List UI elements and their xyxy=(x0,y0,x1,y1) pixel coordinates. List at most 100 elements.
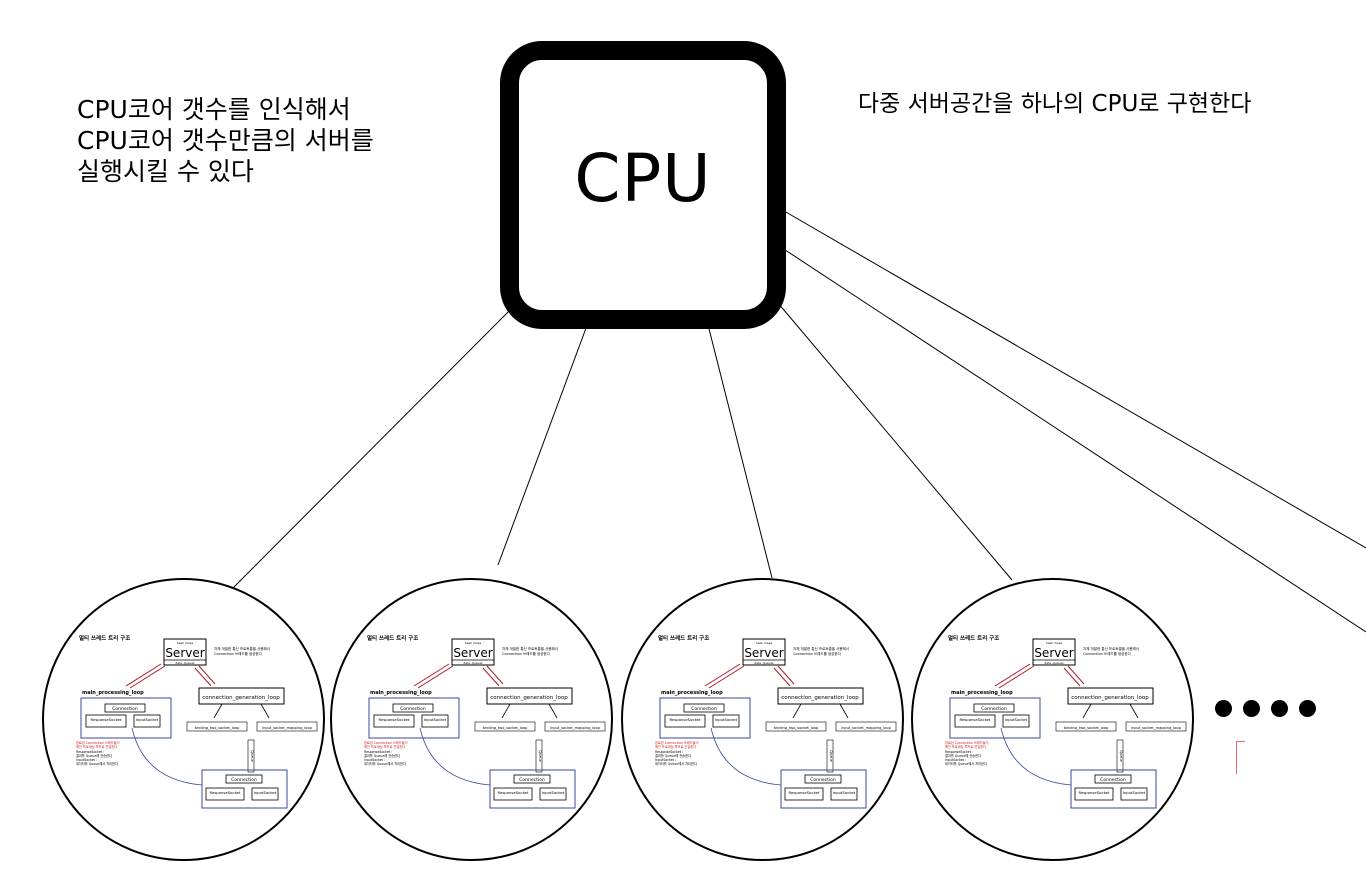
black-note-1: ResponseSocket : xyxy=(364,750,392,754)
queue-label: Queue xyxy=(829,750,833,762)
black-note-2: 결과를 Queue에 전송한다 xyxy=(655,753,691,758)
mapping-loop-label: input_socket_mapping_loop xyxy=(1131,726,1181,730)
server-instance-2: 멀티 쓰레드 트리 구조 hash maps Server data_queue… xyxy=(330,578,613,861)
ellipsis-dot xyxy=(1299,700,1316,717)
new-connection-group xyxy=(201,769,288,809)
main-loop-label: main_processing_loop xyxy=(82,690,144,696)
side-note-2: Connection 쓰레드를 생성한다 xyxy=(1083,651,1132,656)
new-response-socket-label: ResponseSocket xyxy=(210,790,241,795)
main-loop-label: main_processing_loop xyxy=(661,690,723,696)
connection-label: Connection xyxy=(400,706,426,712)
server-instance-3: 멀티 쓰레드 트리 구조 hash maps Server data_queue… xyxy=(621,578,904,861)
black-note-2: 결과를 Queue에 전송한다 xyxy=(76,753,112,758)
gen-loop-label: connection_generation_loop xyxy=(490,695,568,701)
gen-loop-label: connection_generation_loop xyxy=(202,695,280,701)
new-response-socket-label: ResponseSocket xyxy=(789,790,820,795)
queue-label: Queue xyxy=(250,750,254,762)
new-response-socket-label: ResponseSocket xyxy=(498,790,529,795)
server-label: Server xyxy=(744,646,783,660)
black-note-2: 결과를 Queue에 전송한다 xyxy=(945,753,981,758)
red-note-1: 완료된 Connection 쓰레드들이 xyxy=(655,740,699,745)
black-note-1: ResponseSocket : xyxy=(76,750,104,754)
new-response-socket-label: ResponseSocket xyxy=(1079,790,1110,795)
black-note-4: 데이터를 Queue에서 처리한다 xyxy=(364,761,406,766)
main-loop-label: main_processing_loop xyxy=(370,690,432,696)
hash-maps-label: hash maps xyxy=(465,641,482,645)
main-connection-group xyxy=(80,697,172,739)
response-socket-label: ResponseSocket xyxy=(91,717,122,722)
new-input-socket-label: InputSocket xyxy=(833,790,856,795)
red-note-2: 메인 프로세싱 루프로 진입한다 xyxy=(76,744,117,749)
connection-label: Connection xyxy=(981,706,1007,712)
main-connection-group xyxy=(949,697,1041,739)
ellipsis-dot xyxy=(1215,700,1232,717)
hash-maps-label: hash maps xyxy=(177,641,194,645)
connector-line-3 xyxy=(704,312,773,579)
multi-server-note: 다중 서버공간을 하나의 CPU로 구현한다 xyxy=(858,91,1252,117)
server-label: Server xyxy=(1034,646,1073,660)
new-connection-group xyxy=(489,769,576,809)
response-socket-label: ResponseSocket xyxy=(379,717,410,722)
side-note-2: Connection 쓰레드를 생성한다 xyxy=(502,651,551,656)
queue-label: Queue xyxy=(1119,750,1123,762)
side-note-1: 자체 개발한 통신 프로토콜을 사용해서 xyxy=(214,646,270,651)
binding-loop-label: binding_two_socket_loop xyxy=(195,726,240,730)
cpu-box: CPU xyxy=(500,41,786,329)
gen-loop-label: connection_generation_loop xyxy=(1071,695,1149,701)
main-connection-group xyxy=(659,697,751,739)
side-note-1: 자체 개발한 통신 프로토콜을 사용해서 xyxy=(1083,646,1139,651)
black-note-3: InputSocket : xyxy=(655,758,676,762)
red-note-1: 완료된 Connection 쓰레드들이 xyxy=(945,740,989,745)
black-note-4: 데이터를 Queue에서 처리한다 xyxy=(945,761,987,766)
server-node-box xyxy=(742,638,786,666)
binding-loop-label: binding_two_socket_loop xyxy=(483,726,528,730)
input-socket-label: InputSocket xyxy=(424,717,447,722)
server-node-box xyxy=(163,638,207,666)
new-connection-label: Connection xyxy=(1100,777,1126,783)
binding-loop-label: binding_two_socket_loop xyxy=(774,726,819,730)
red-note-1: 완료된 Connection 쓰레드들이 xyxy=(364,740,408,745)
gen-loop-box xyxy=(777,687,864,705)
partial-bracket xyxy=(1236,741,1245,774)
connection-label: Connection xyxy=(691,706,717,712)
new-connection-label: Connection xyxy=(810,777,836,783)
side-note-2: Connection 쓰레드를 생성한다 xyxy=(793,651,842,656)
response-socket-label: ResponseSocket xyxy=(960,717,991,722)
diagram-title: 멀티 쓰레드 트리 구조 xyxy=(79,634,130,642)
connection-label: Connection xyxy=(112,706,138,712)
gen-loop-box xyxy=(198,687,285,705)
cpu-core-note: CPU코어 갯수를 인식해서 CPU코어 갯수만큼의 서버를 실행시킬 수 있다 xyxy=(77,95,374,186)
main-loop-label: main_processing_loop xyxy=(951,690,1013,696)
response-socket-label: ResponseSocket xyxy=(670,717,701,722)
server-label: Server xyxy=(453,646,492,660)
diagram-title: 멀티 쓰레드 트리 구조 xyxy=(367,634,418,642)
new-input-socket-label: InputSocket xyxy=(254,790,277,795)
data-queues-label: data_queues xyxy=(1044,661,1064,665)
hash-maps-label: hash maps xyxy=(756,641,773,645)
server-instance-1: 멀티 쓰레드 트리 구조 hash maps Server data_queue… xyxy=(42,578,325,861)
input-socket-label: InputSocket xyxy=(136,717,159,722)
mapping-loop-label: input_socket_mapping_loop xyxy=(841,726,891,730)
mapping-loop-label: input_socket_mapping_loop xyxy=(550,726,600,730)
black-note-4: 데이터를 Queue에서 처리한다 xyxy=(655,761,697,766)
black-note-2: 결과를 Queue에 전송한다 xyxy=(364,753,400,758)
side-note-2: Connection 쓰레드를 생성한다 xyxy=(214,651,263,656)
new-input-socket-label: InputSocket xyxy=(1123,790,1146,795)
connector-line-2 xyxy=(497,311,593,566)
red-note-2: 메인 프로세싱 루프로 진입한다 xyxy=(655,744,696,749)
main-connection-group xyxy=(368,697,460,739)
red-note-2: 메인 프로세싱 루프로 진입한다 xyxy=(364,744,405,749)
diagram-title: 멀티 쓰레드 트리 구조 xyxy=(948,634,999,642)
server-label: Server xyxy=(165,646,204,660)
binding-loop-label: binding_two_socket_loop xyxy=(1064,726,1109,730)
side-note-1: 자체 개발한 통신 프로토콜을 사용해서 xyxy=(793,646,849,651)
mapping-loop-label: input_socket_mapping_loop xyxy=(262,726,312,730)
black-note-1: ResponseSocket : xyxy=(945,750,973,754)
more-servers-ellipsis xyxy=(1215,700,1316,717)
new-connection-group xyxy=(1070,769,1157,809)
connector-line-5 xyxy=(769,239,1366,633)
cpu-label: CPU xyxy=(574,139,712,217)
black-note-3: InputSocket : xyxy=(76,758,97,762)
diagram-title: 멀티 쓰레드 트리 구조 xyxy=(658,634,709,642)
ellipsis-dot xyxy=(1271,700,1288,717)
